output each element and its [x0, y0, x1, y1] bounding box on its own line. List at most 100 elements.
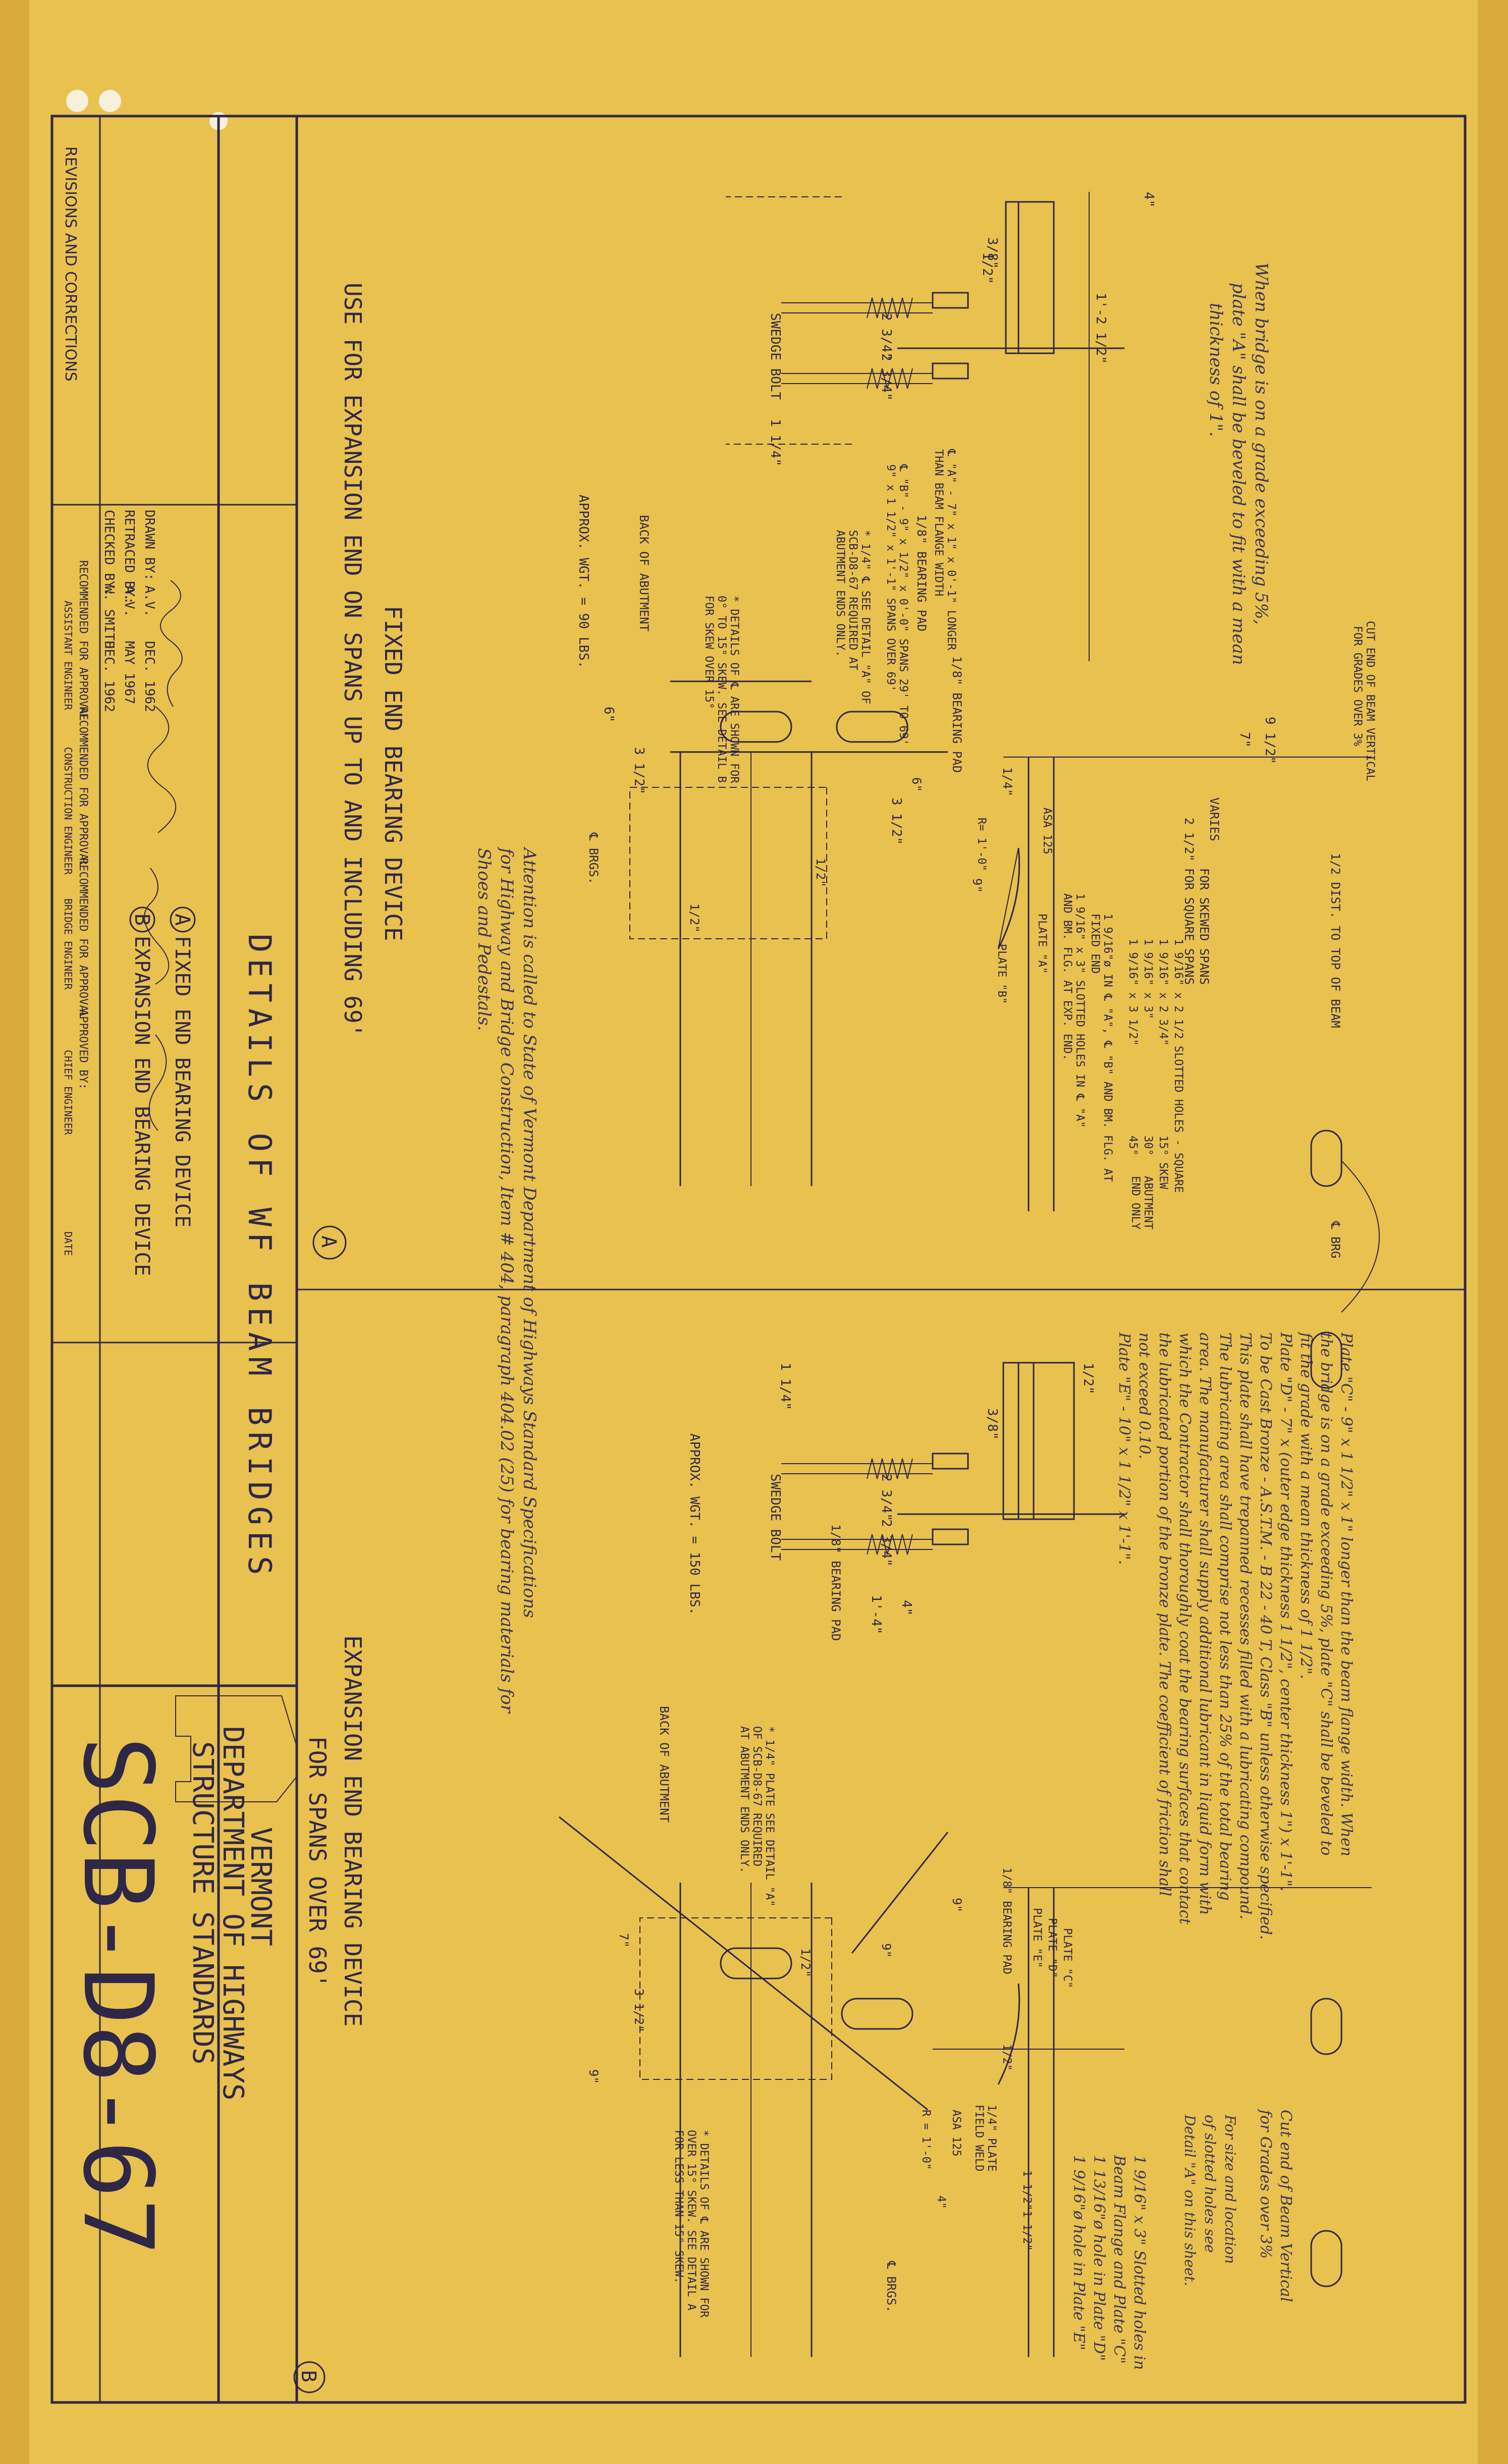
view-a-pad-1: 1/8" BEARING PAD: [914, 515, 929, 631]
view-a-marker: A: [317, 1236, 340, 1248]
view-b-cut-end-1: Cut end of Beam Vertical: [1277, 2110, 1295, 2302]
view-b-heading-1: EXPANSION END BEARING DEVICE: [339, 1635, 366, 2026]
detail-leader: [1341, 1160, 1380, 1313]
view-a-grade-note-2: plate "A" shall be beveled to fit with a…: [1228, 283, 1249, 665]
dim-a-7: 1 1/4": [768, 419, 783, 466]
view-a-marker-circle: [312, 1225, 347, 1260]
signature: [147, 706, 177, 833]
view-b-star-2a: * DETAILS OF ℄ ARE SHOWN FOR: [697, 2130, 710, 2318]
dim-a-13: 1/2": [814, 858, 828, 887]
detail-slot: [1310, 1998, 1342, 2055]
view-a-fixed-note-2: FIXED END: [1089, 914, 1101, 974]
view-a-cut-end-2: FOR GRADES OVER 3%: [1351, 626, 1364, 746]
view-a-side-elevation: [997, 757, 1372, 1211]
view-b-hole-note-3: 1 13/16"ø hole in Plate "D": [1090, 2155, 1108, 2361]
view-a-heading-2: USE FOR EXPANSION END ON SPANS UP TO AND…: [339, 283, 366, 1038]
view-a-grade-note-3: thickness of 1".: [1206, 303, 1226, 437]
slotted-hole: [841, 1998, 913, 2030]
view-b-plate-c: PLATE "C": [1061, 1928, 1073, 1988]
view-b-star-2b: OVER 15° SKEW. SEE DETAIL A: [685, 2130, 697, 2311]
view-b-note-3: Plate "D" - 7" x (outer edge thickness 1…: [1277, 1332, 1295, 1892]
plate-outline: [639, 1917, 832, 2080]
sheet-number: SCB-D8-67: [62, 1736, 174, 2256]
tb-date-label: DATE: [62, 1231, 74, 1256]
view-b-star-1c: AT ABUTMENT ENDS ONLY.: [738, 1726, 750, 1873]
view-b-note-5: This plate shall have trepanned recesses…: [1236, 1332, 1254, 1919]
view-a-abut-end-1: ABUTMENT: [1142, 1176, 1154, 1229]
slot-table-3-skew: 45°: [1126, 1136, 1139, 1156]
attention-line-2: for Highway and Bridge Construction, Ite…: [497, 846, 517, 1714]
view-a-pad-2: 1/8" BEARING PAD: [950, 656, 964, 773]
detail-slot: [1310, 2230, 1342, 2287]
view-b-field-weld-2: FIELD WELD: [973, 2105, 985, 2171]
dim-b-9: 9": [586, 2069, 601, 2084]
dim-b-15: 1 1/2": [1020, 2211, 1033, 2251]
plate-c: [1002, 1362, 1019, 1520]
slotted-hole: [720, 1947, 792, 1979]
dim-a-6: 2 3/4": [879, 353, 894, 401]
view-a-star-1a: * 1/4" ℄ SEE DETAIL "A" OF: [859, 530, 872, 704]
view-a-star-2a: * DETAILS OF ℄ ARE SHOWN FOR: [728, 596, 740, 783]
view-a-span-note-2: 9" x 1 1/2" x 1'-1" SPANS OVER 69': [884, 464, 897, 691]
view-b-note-11: Plate "E" - 10" x 1 1/2" x 1'-1".: [1115, 1332, 1133, 1565]
swedge-bolt: [781, 1463, 933, 1550]
tb-approval-1: RECOMMENDED FOR APPROVAL: [77, 560, 89, 721]
tb-drawn-label: DRAWN BY:: [142, 510, 157, 581]
dim-a-12: 3 1/2": [889, 797, 904, 845]
tb-checked-label: CHECKED BY:: [101, 510, 117, 597]
view-b-pad: 1/8" BEARING PAD: [829, 1524, 843, 1641]
dim-b-2: 3/8": [985, 1408, 1000, 1440]
dim-b-12: 9": [879, 1943, 893, 1958]
tb-approval-2: RECOMMENDED FOR APPROVAL: [77, 707, 89, 867]
anchor-nut: [932, 1453, 969, 1470]
view-b-size-note-3: Detail "A" on this sheet.: [1181, 2114, 1198, 2286]
dim-b-7: 4": [899, 1600, 914, 1616]
view-a-brgs: ℄ BRGS.: [586, 832, 601, 884]
bolt-thread: [867, 1534, 913, 1555]
dim-b-10: 3 1/2": [632, 1989, 646, 2032]
view-b-plate-e: PLATE "E": [1031, 1908, 1043, 1968]
dim-a-18: 9": [970, 878, 984, 893]
punch-hole: [99, 90, 121, 112]
view-b-hole-note-1: 1 9/16" x 3" Slotted holes in: [1130, 2155, 1148, 2370]
view-a-star-1c: ABUTMENT ENDS ONLY.: [834, 530, 846, 657]
swedge-bolt: [781, 302, 933, 384]
view-b-note-6: The lubricating area shall comprise not …: [1216, 1332, 1234, 1901]
slotted-hole: [720, 711, 792, 743]
anchor-nut: [932, 292, 969, 309]
view-b-heading-2: FOR SPANS OVER 69': [304, 1736, 331, 1988]
slot-table-0: 1 9/16" x 2 1/2 SLOTTED HOLES - SQUARE: [1172, 939, 1184, 1193]
view-a-heading-1: FIXED END BEARING DEVICE: [380, 606, 407, 941]
view-a-back-abutment: BACK OF ABUTMENT: [637, 515, 651, 631]
bolt-thread: [867, 1458, 913, 1479]
view-a-brg: ℄ BRG: [1328, 1221, 1342, 1258]
anchor-nut: [932, 1528, 969, 1545]
view-b-note-7: area. The manufacturer shall supply addi…: [1196, 1332, 1214, 1915]
view-b-marker-circle: [293, 2361, 326, 2393]
dim-b-8: 7": [617, 1933, 631, 1948]
dim-a-16: 1/4": [1000, 767, 1014, 796]
view-a-weight: APPROX. WGT. = 90 LBS.: [576, 495, 591, 668]
paper-edge-top: [1478, 0, 1508, 2464]
view-b-size-note-1: For size and location: [1222, 2114, 1238, 2264]
plate-b-line: [998, 847, 1019, 949]
view-a-span-note-1: ℄ "B" - 9" x 1/2" x 0'-0" SPANS 29' TO 6…: [897, 464, 909, 745]
bolt-thread: [867, 368, 913, 389]
skewed-end: [559, 1816, 928, 2111]
legend-a-circle: [170, 906, 196, 933]
view-b-note-10: not exceed 0.10.: [1136, 1332, 1153, 1459]
signature: [148, 1034, 167, 1131]
attention-line-1: Attention is called to State of Vermont …: [519, 846, 540, 1618]
view-a-plan: [629, 680, 948, 1186]
dim-a-1: 1'-2 1/2": [1093, 293, 1108, 364]
dim-b-3: 2 3/4": [879, 1474, 894, 1521]
slot-table-1-skew: 15° SKEW: [1157, 1136, 1169, 1190]
tb-approval-3: RECOMMENDED FOR APPROVAL: [77, 858, 89, 1019]
dim-b-14: 1 1/2": [1020, 2170, 1033, 2210]
plate-outline: [629, 787, 827, 939]
tb-retraced-date: MAY 1967: [122, 641, 137, 704]
view-a-grade-note-1: When bridge is on a grade exceeding 5%,: [1251, 262, 1271, 625]
view-b-note-9: the lubricated portion of the bronze pla…: [1156, 1332, 1173, 1896]
view-b-radius: R = 1'-0": [920, 2110, 932, 2170]
